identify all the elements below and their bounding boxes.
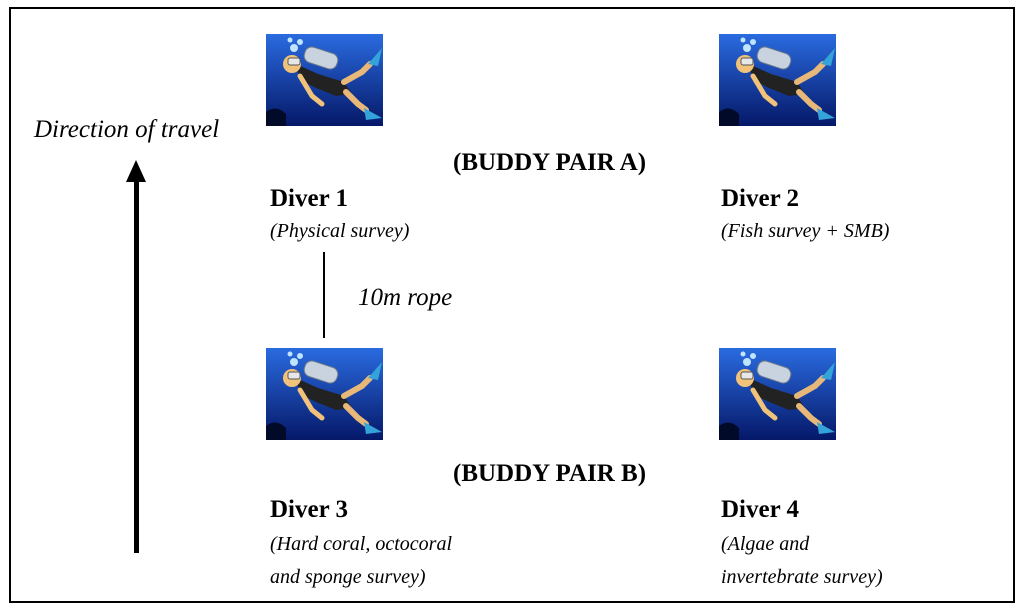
diver-3-image (266, 348, 383, 440)
diver-1-name: Diver 1 (270, 185, 348, 212)
diver-1-image (266, 34, 383, 126)
diver-2-name: Diver 2 (721, 185, 799, 212)
rope-line (323, 252, 325, 338)
diver-3-role-line-2: and sponge survey) (270, 566, 426, 588)
diver-1-role: (Physical survey) (270, 220, 410, 242)
diver-3-name: Diver 3 (270, 496, 348, 523)
direction-arrow-shaft (134, 176, 139, 553)
diver-4-image (719, 348, 836, 440)
diver-3-role-line-1: (Hard coral, octocoral (270, 533, 453, 555)
diver-2-role: (Fish survey + SMB) (721, 220, 890, 242)
direction-label: Direction of travel (34, 116, 220, 143)
direction-arrow-head (126, 160, 146, 182)
diver-4-role-line-1: (Algae and (721, 533, 810, 555)
buddy-pair-a-label: (BUDDY PAIR A) (453, 149, 647, 176)
diver-4-role-line-2: invertebrate survey) (721, 566, 883, 588)
diagram-frame (9, 7, 1015, 603)
rope-label: 10m rope (358, 284, 453, 311)
diver-4-name: Diver 4 (721, 496, 799, 523)
diver-2-image (719, 34, 836, 126)
buddy-pair-b-label: (BUDDY PAIR B) (453, 460, 647, 487)
